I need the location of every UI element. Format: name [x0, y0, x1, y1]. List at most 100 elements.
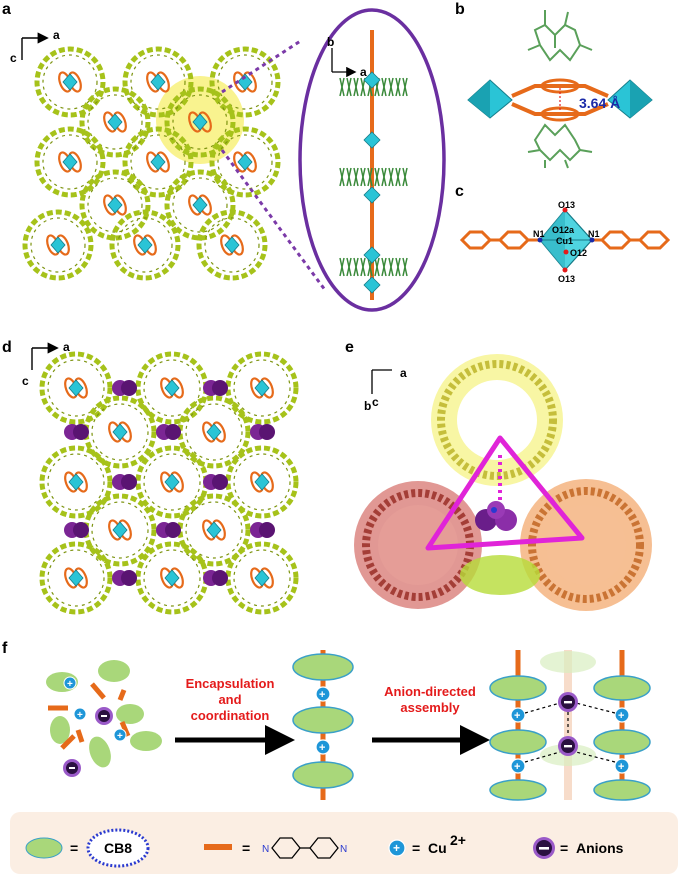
- step2-line1: Anion-directed: [384, 684, 476, 699]
- anion-sphere: [156, 424, 181, 440]
- mix-cb8-4: [89, 736, 111, 768]
- atom-cu1: Cu1: [556, 236, 573, 246]
- cb8-ring-unit: [22, 209, 94, 281]
- mix-cb8-3: [116, 704, 144, 724]
- legend-n-left: N: [262, 844, 269, 855]
- cb8-ring-unit: [39, 351, 113, 425]
- e-axis-a-label: a: [400, 366, 407, 380]
- inset-cu-polyhedron: [363, 131, 381, 149]
- inset-cb8: [339, 167, 408, 187]
- legend-bipy-bar: [204, 844, 232, 850]
- e-axis-b-label: b: [364, 399, 371, 413]
- svg-text:+: +: [319, 742, 325, 754]
- atom-o12a: O12a: [552, 225, 575, 235]
- mix-anions: [63, 707, 113, 777]
- legend-bipy-equals: =: [242, 840, 250, 856]
- d-axis-a-label: a: [63, 340, 70, 354]
- step1-line1: Encapsulation: [186, 676, 275, 691]
- inset-cu-polyhedron: [363, 186, 381, 204]
- panel-b: b 3.64 Å: [455, 1, 653, 169]
- linear-chain: + +: [292, 650, 354, 800]
- inset-axes: b a: [327, 35, 367, 79]
- mix-cb8-2: [98, 660, 130, 682]
- cb8-ring-unit: [177, 493, 251, 567]
- cb8-fragment-bottom: [527, 123, 593, 169]
- legend-pyridine-right: [309, 837, 339, 859]
- legend-box: [10, 812, 678, 874]
- svg-text:+: +: [618, 761, 624, 773]
- anion-sphere: [112, 380, 137, 396]
- svg-text:+: +: [514, 710, 520, 722]
- inset-chain: [339, 30, 408, 300]
- panel-a: a a c b a: [2, 1, 446, 312]
- anion-sphere: [250, 522, 275, 538]
- legend-anion-minus: [539, 847, 549, 850]
- cb8-ring-unit: [109, 209, 181, 281]
- panel-c-label: c: [455, 183, 464, 200]
- legend-cu-equals: =: [412, 840, 420, 856]
- cb8-ring-unit: [83, 493, 157, 567]
- triangle: [425, 435, 585, 551]
- o12-atom: [563, 249, 569, 255]
- axis-a-label: a: [53, 28, 60, 42]
- inset-cu-polyhedron: [363, 71, 381, 89]
- cb8-ring-unit: [209, 46, 281, 118]
- anion-sphere: [203, 570, 228, 586]
- svg-text:+: +: [117, 731, 123, 742]
- assembled-framework: + + + +: [489, 650, 651, 801]
- cb8-ring-unit: [164, 86, 236, 158]
- panel-d-axes: a c: [22, 340, 70, 388]
- legend-cb8: = CB8: [25, 828, 150, 868]
- legend-cb8-ellipse: [25, 837, 63, 859]
- legend-cu: + = Cu 2+: [388, 832, 466, 857]
- anion-sphere: [250, 424, 275, 440]
- panel-d: d a c: [2, 339, 299, 615]
- legend-cb8-text: CB8: [104, 840, 132, 856]
- n1-left-atom: [537, 237, 543, 243]
- anion-sphere: [64, 522, 89, 538]
- o13-bottom-atom: [562, 267, 568, 273]
- legend-cu-text: Cu: [428, 840, 447, 856]
- cb8-ring-unit: [164, 169, 236, 241]
- panel-f-label: f: [2, 640, 8, 657]
- panel-a-label: a: [2, 1, 11, 18]
- zoom-line-top: [221, 38, 303, 94]
- atom-o13-bottom: O13: [558, 274, 575, 284]
- cu-polyhedron-left: [467, 79, 513, 119]
- step1-line3: coordination: [191, 708, 270, 723]
- cb8-ring-unit: [79, 169, 151, 241]
- inset-cu-polyhedron: [363, 246, 381, 264]
- legend-cb8-equals: =: [70, 840, 78, 856]
- cb8-ring-unit: [122, 46, 194, 118]
- cb8-ring-unit: [122, 126, 194, 198]
- legend-anion-text: Anions: [576, 840, 624, 856]
- legend-cu-plus: +: [393, 841, 400, 855]
- axis-c-label: c: [10, 51, 17, 65]
- legend-cu-circle: [388, 839, 406, 857]
- atom-n1-left: N1: [533, 229, 545, 239]
- cb8-ring-unit: [225, 445, 299, 519]
- svg-text:+: +: [618, 710, 624, 722]
- mix-cu-ions: + + +: [63, 676, 127, 742]
- inset-axis-a-label: a: [360, 65, 367, 79]
- panel-a-axes: a c: [10, 28, 60, 65]
- cb8-fragment-top: [527, 10, 593, 62]
- anion-cluster: [475, 501, 517, 531]
- anion-sphere: [203, 474, 228, 490]
- legend-anion-equals: =: [560, 840, 568, 856]
- panel-d-label: d: [2, 339, 12, 356]
- cb8-ring-unit: [39, 445, 113, 519]
- anion-sphere: [112, 570, 137, 586]
- zoom-line-bottom: [220, 149, 327, 291]
- svg-text:+: +: [514, 761, 520, 773]
- cb8-orange: [520, 479, 652, 611]
- cu-polyhedron-right: [607, 79, 653, 119]
- legend-cu-sup: 2+: [450, 832, 466, 848]
- anion-sphere: [156, 522, 181, 538]
- ligand-right: [590, 230, 671, 250]
- ring-grid-d: [39, 351, 299, 615]
- cb8-ring-unit: [39, 541, 113, 615]
- stacking-distance-label: 3.64 Å: [579, 95, 620, 111]
- cb8-ring-unit: [79, 86, 151, 158]
- panel-e: e a b c: [345, 339, 652, 611]
